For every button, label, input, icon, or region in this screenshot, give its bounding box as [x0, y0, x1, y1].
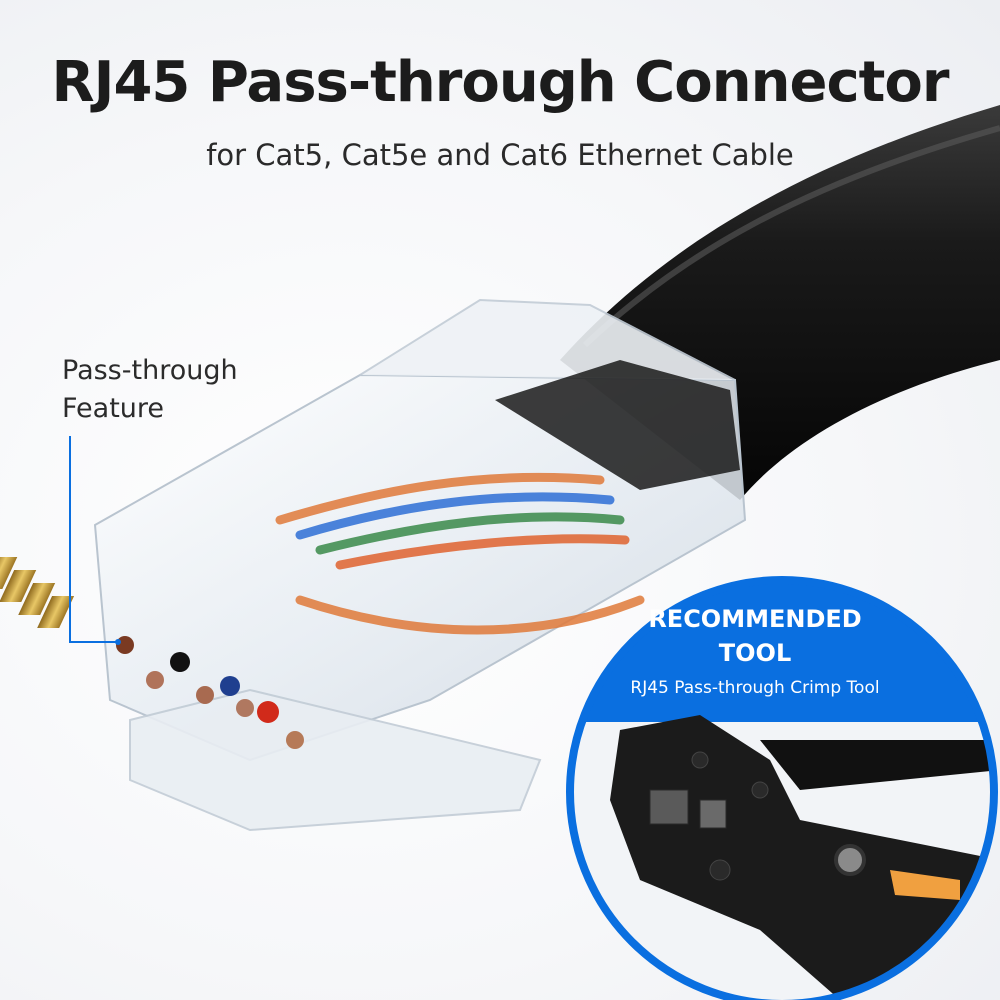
crimp-tool: [610, 715, 994, 1000]
pass-through-feature-label: Pass-through Feature: [62, 352, 238, 428]
recommended-tool-name: RJ45 Pass-through Crimp Tool: [630, 678, 880, 698]
rj45-connector: [0, 298, 747, 832]
recommended-tool-circle: [566, 576, 998, 1000]
callout-line-2: Feature: [62, 393, 165, 424]
badge-title-line-1: RECOMMENDED: [648, 605, 862, 633]
gold-contacts: [0, 557, 75, 628]
internal-wires: [275, 472, 645, 635]
recommended-tool-heading: RECOMMENDED TOOL: [620, 602, 890, 670]
wire-ends: [116, 636, 304, 749]
badge-title-line-2: TOOL: [718, 639, 792, 667]
page-title: RJ45 Pass-through Connector: [51, 50, 950, 115]
callout-line: [69, 436, 118, 643]
page-subtitle: for Cat5, Cat5e and Cat6 Ethernet Cable: [206, 138, 794, 172]
callout-line-1: Pass-through: [62, 355, 238, 386]
